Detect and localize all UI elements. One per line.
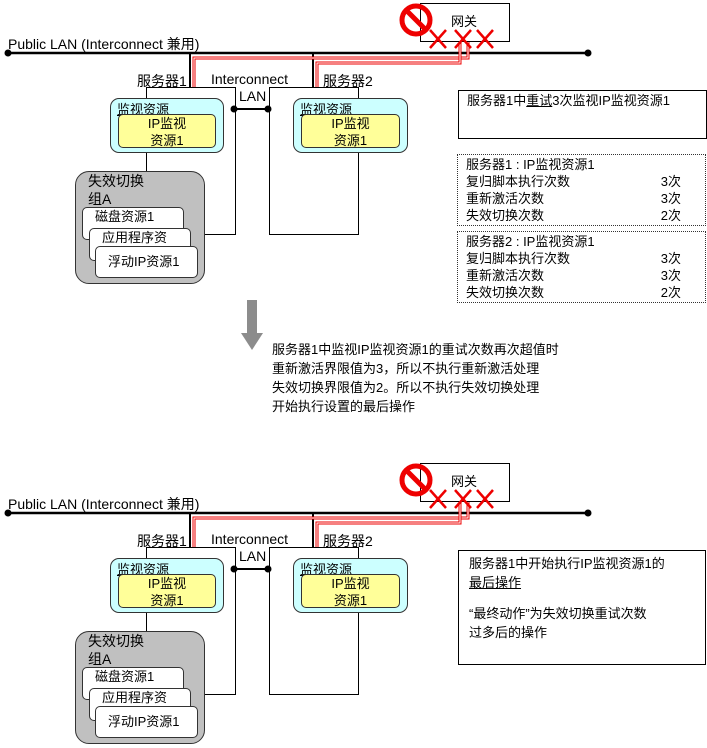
floating-ip-resource: 浮动IP资源1 [95, 246, 198, 278]
count-row: 失效切换次数 2次 [466, 207, 681, 224]
cross-icon [429, 29, 447, 49]
no-entry-icon [399, 3, 433, 37]
server2-monitor-resource: 监视资源 IP监视资源1 [293, 558, 408, 613]
interconnect-label: Interconnect [211, 531, 289, 547]
failure-marks [399, 3, 494, 49]
ip-monitor-label: 资源1 [333, 593, 368, 608]
ip-monitor-label: IP监视 [331, 576, 370, 591]
cross-icon [476, 29, 494, 49]
public-lan-label: Public LAN (Interconnect 兼用) [8, 496, 200, 512]
cluster-diagram: Public LAN (Interconnect 兼用) 网关 服务器1 服务器… [0, 0, 707, 290]
count-label: 复归脚本执行次数 [466, 174, 571, 189]
server1-label: 服务器1 [137, 73, 187, 89]
server2-box [269, 547, 359, 695]
explanation-line: 失效切换界限值为2。所以不执行失效切换处理 [272, 380, 540, 395]
cluster-diagram: Public LAN (Interconnect 兼用) 网关 服务器1 服务器… [0, 460, 707, 748]
ip-monitor-label: IP监视 [147, 576, 187, 591]
ip-monitor-label: IP监视 [147, 116, 187, 131]
count-row: 复归脚本执行次数 3次 [466, 250, 681, 267]
count-label: 失效切换次数 [466, 285, 545, 300]
ip-monitor-label: 资源1 [333, 133, 368, 148]
counts-title: 服务器2 : IP监视资源1 [466, 234, 595, 249]
public-lan-label: Public LAN (Interconnect 兼用) [8, 36, 200, 52]
note-text-underlined: 重试 [526, 93, 553, 108]
lan-endpoint [4, 509, 12, 517]
ip-monitor-label: 资源1 [150, 133, 184, 148]
final-action-note: 服务器1中开始执行IP监视资源1的 最后操作 “最终动作”为失效切换重试次数 过… [458, 550, 706, 665]
server2-box [269, 87, 359, 235]
monitor-resource-label: 监视资源 [117, 562, 170, 577]
server2-monitor-resource: 监视资源 IP监视资源1 [293, 98, 408, 153]
explanation-line: 开始执行设置的最后操作 [272, 399, 416, 414]
monitor-resource-label: 监视资源 [117, 102, 170, 117]
ip-monitor-resource: IP监视资源1 [301, 574, 400, 608]
count-label: 重新激活次数 [466, 268, 545, 283]
ip-monitor-label: IP监视 [331, 116, 370, 131]
server2-counts-box: 服务器2 : IP监视资源1 复归脚本执行次数 3次 重新激活次数 3次 失效切换次… [457, 231, 706, 303]
server2-label: 服务器2 [323, 73, 373, 89]
server1-monitor-resource: 监视资源 IP监视资源1 [110, 558, 224, 613]
explanation-line: 重新激活界限值为3，所以不执行重新激活处理 [272, 361, 540, 376]
server1-monitor-resource: 监视资源 IP监视资源1 [110, 98, 224, 153]
cross-icon [454, 489, 472, 509]
monitor-resource-label: 监视资源 [300, 102, 353, 117]
count-value: 3次 [660, 268, 681, 283]
note-text: 3次监视IP监视资源1 [552, 93, 670, 108]
gateway-label: 网关 [451, 474, 478, 489]
count-value: 3次 [660, 174, 681, 189]
failover-group-label: 组A [88, 191, 112, 207]
note-text: “最终动作”为失效切换重试次数 [469, 606, 647, 621]
cross-icon [429, 489, 447, 509]
interconnect-label: Interconnect [211, 71, 289, 87]
lan-label: LAN [239, 88, 267, 104]
lan-endpoint [584, 509, 592, 517]
note-text: 服务器1中开始执行IP监视资源1的 [469, 556, 665, 571]
count-value: 2次 [660, 285, 681, 300]
lan-endpoint [4, 49, 12, 57]
count-value: 2次 [660, 208, 681, 223]
floating-ip-resource: 浮动IP资源1 [95, 706, 198, 738]
count-label: 失效切换次数 [466, 208, 545, 223]
count-label: 重新激活次数 [466, 191, 545, 206]
server1-counts-box: 服务器1 : IP监视资源1 复归脚本执行次数 3次 重新激活次数 3次 失效切换次… [457, 154, 706, 226]
count-row: 失效切换次数 2次 [466, 284, 681, 301]
counts-title: 服务器1 : IP监视资源1 [466, 157, 595, 172]
note-text: 服务器1中 [467, 93, 527, 108]
ip-monitor-resource: IP监视资源1 [301, 114, 400, 148]
cross-icon [454, 29, 472, 49]
failover-group-label: 组A [88, 651, 112, 667]
failover-group-label: 失效切换 [88, 173, 144, 189]
lan-label: LAN [239, 548, 267, 564]
server1-label: 服务器1 [137, 533, 187, 549]
count-row: 重新激活次数 3次 [466, 190, 681, 207]
failure-marks [399, 463, 494, 509]
ip-monitor-resource: IP监视资源1 [118, 574, 216, 608]
failover-group-label: 失效切换 [88, 633, 144, 649]
retry-note: 服务器1中重试3次监视IP监视资源1 [458, 90, 707, 139]
ip-monitor-resource: IP监视资源1 [118, 114, 216, 148]
count-value: 3次 [660, 191, 681, 206]
cross-icon [476, 489, 494, 509]
explanation-line: 服务器1中监视IP监视资源1的重试次数再次超值时 [272, 342, 559, 357]
no-entry-icon [399, 463, 433, 497]
ip-monitor-label: 资源1 [150, 593, 184, 608]
lan-endpoint [584, 49, 592, 57]
gateway-label: 网关 [451, 14, 478, 29]
explanation-text: 服务器1中监视IP监视资源1的重试次数再次超值时 重新激活界限值为3，所以不执行… [272, 340, 559, 416]
count-row: 复归脚本执行次数 3次 [466, 173, 681, 190]
count-value: 3次 [660, 251, 681, 266]
note-text: 过多后的操作 [469, 625, 548, 640]
server2-label: 服务器2 [323, 533, 373, 549]
failover-group: 失效切换组A 磁盘资源1 应用程序资 浮动IP资源1 [75, 631, 205, 744]
note-text-underlined: 最后操作 [469, 575, 522, 590]
failover-group: 失效切换组A 磁盘资源1 应用程序资 浮动IP资源1 [75, 171, 205, 284]
count-row: 重新激活次数 3次 [466, 267, 681, 284]
monitor-resource-label: 监视资源 [300, 562, 353, 577]
count-label: 复归脚本执行次数 [466, 251, 571, 266]
